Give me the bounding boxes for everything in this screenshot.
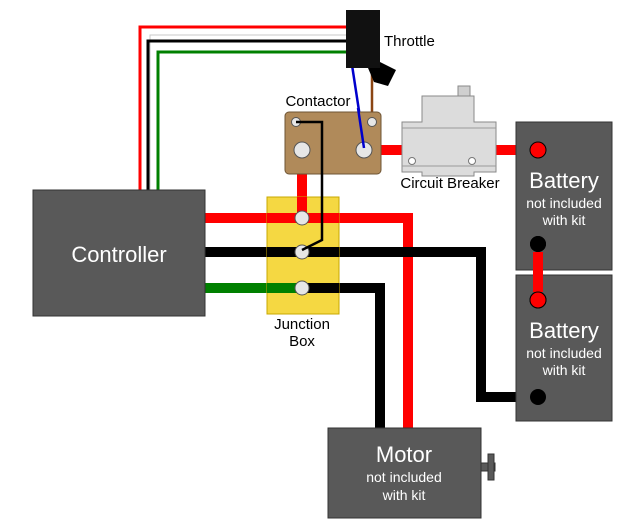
battery-bottom-negative-terminal (530, 389, 546, 405)
throttle-housing (346, 10, 380, 68)
throttle-wire-white (149, 34, 350, 190)
controller-label: Controller (71, 242, 166, 267)
throttle-wire-red (138, 25, 350, 190)
battery-top: Battery not included with kit (515, 121, 613, 271)
coil-wire-black (296, 120, 324, 252)
battery-bottom-note-line1: not included (526, 345, 602, 361)
contactor: Contactor (284, 93, 382, 175)
battery-top-note-line2: with kit (542, 212, 586, 228)
motor-box (327, 427, 482, 519)
junction-label-line2: Box (289, 333, 315, 350)
throttle-wire-blue-end (356, 107, 366, 149)
breaker-body (401, 91, 497, 177)
throttle-wire-black (146, 39, 350, 190)
motor: Motor not included with kit (327, 427, 496, 519)
motor-note-line1: not included (366, 469, 442, 485)
junction-terminal-top (294, 210, 310, 226)
throttle-label: Throttle (384, 33, 435, 50)
cable-black-controller-battery (205, 247, 538, 402)
circuit-breaker: Circuit Breaker (400, 85, 500, 192)
contactor-main-terminal-left (293, 141, 311, 159)
breaker-toggle (457, 85, 471, 97)
motor-title: Motor (376, 442, 432, 467)
throttle-wire-green (156, 50, 350, 190)
battery-bottom-positive-terminal-front (529, 291, 547, 309)
battery-top-note-line1: not included (526, 195, 602, 211)
junction-box: Junction Box (266, 196, 340, 350)
battery-bottom-note-line2: with kit (542, 362, 586, 378)
controller: Controller (32, 189, 206, 317)
contactor-label: Contactor (285, 93, 350, 110)
battery-bottom-title: Battery (529, 318, 599, 343)
controller-box (32, 189, 206, 317)
circuit-breaker-label: Circuit Breaker (400, 175, 499, 192)
contactor-coil-terminal-right (367, 117, 377, 127)
junction-terminal-bottom (294, 280, 310, 296)
motor-note-line2: with kit (382, 487, 426, 503)
battery-top-negative-terminal-front (530, 236, 546, 252)
battery-top-positive-terminal (529, 141, 547, 159)
contactor-body (284, 111, 382, 175)
breaker-screw-right (468, 157, 476, 165)
breaker-screw-left (408, 157, 416, 165)
motor-shaft-key (487, 453, 495, 481)
junction-label-line1: Junction (274, 316, 330, 333)
throttle: Throttle (346, 10, 435, 86)
battery-top-title: Battery (529, 168, 599, 193)
